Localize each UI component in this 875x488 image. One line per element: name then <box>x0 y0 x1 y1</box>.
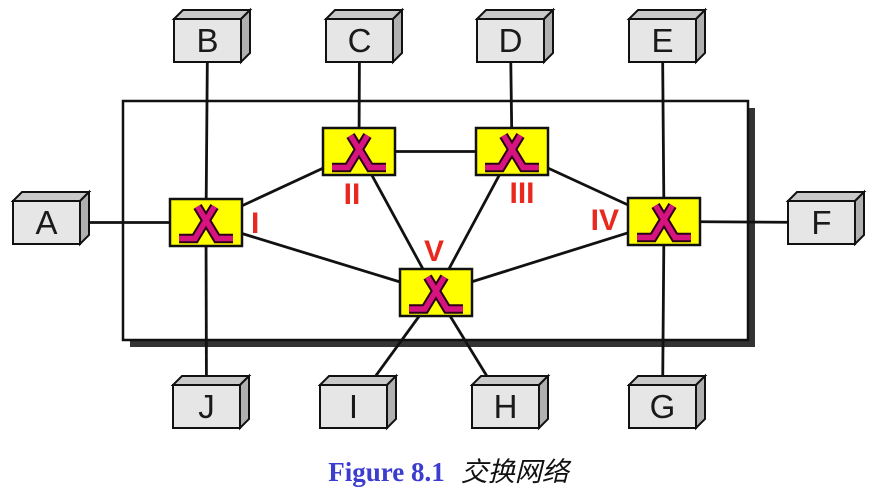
switch-III: III <box>474 126 550 210</box>
host-G-label: G <box>650 388 676 425</box>
box-top-face <box>469 375 551 386</box>
switch-II-label: II <box>344 178 361 211</box>
host-D: D <box>474 7 556 65</box>
box-side-face <box>239 373 250 431</box>
box-side-face <box>79 189 90 247</box>
host-C: C <box>323 7 405 65</box>
host-B-label: B <box>196 22 218 59</box>
figure-number: Figure 8.1 <box>328 457 445 487</box>
host-A: A <box>10 189 92 247</box>
host-I-label: I <box>349 388 358 425</box>
host-J-label: J <box>198 388 215 425</box>
link-E-IV <box>661 40 666 222</box>
host-F-label: F <box>811 204 831 241</box>
switch-symbol-icon <box>409 274 463 314</box>
link-IV-V <box>435 220 665 295</box>
box-front-face <box>628 384 697 429</box>
box-top-face <box>323 9 405 20</box>
symbol-stroke <box>195 205 233 242</box>
switch-symbol-icon <box>332 133 386 173</box>
box-front-face <box>476 18 545 63</box>
symbol-stroke <box>348 134 386 171</box>
symbol-stroke <box>179 205 217 242</box>
host-E: E <box>626 7 708 65</box>
box-side-face <box>392 7 403 65</box>
symbol-stroke <box>653 204 691 241</box>
symbol-stroke <box>409 275 447 312</box>
box-side-face <box>538 373 549 431</box>
box-front-face <box>787 200 856 245</box>
link-I-V <box>205 221 437 295</box>
switch-symbol-icon <box>485 133 539 173</box>
switch-V: V <box>398 235 474 318</box>
symbol-stroke <box>332 134 370 171</box>
box-side-face <box>695 373 706 431</box>
switch-V-label: V <box>424 235 444 268</box>
box-top-face <box>474 9 556 20</box>
box-top-face <box>10 191 92 202</box>
host-C-label: C <box>348 22 372 59</box>
figure-caption: Figure 8.1 交换网络 <box>0 450 875 488</box>
switch-symbol-icon <box>179 204 233 244</box>
box-side-face <box>695 7 706 65</box>
box-front-face <box>173 18 242 63</box>
switch-IV: IV <box>591 196 702 247</box>
box-top-face <box>170 375 252 386</box>
symbol-stroke <box>637 204 675 241</box>
box-front-face <box>325 18 394 63</box>
box-side-face <box>543 7 554 65</box>
host-J: J <box>170 373 252 431</box>
switch-III-label: III <box>509 177 534 210</box>
box-side-face <box>386 373 397 431</box>
box-front-face <box>628 18 697 63</box>
box-front-face <box>172 384 241 429</box>
host-I: I <box>317 373 399 431</box>
host-F: F <box>785 189 867 247</box>
box-side-face <box>240 7 251 65</box>
link-B-I <box>204 40 209 223</box>
box-front-face <box>319 384 388 429</box>
host-B: B <box>171 7 253 65</box>
box-top-face <box>785 191 867 202</box>
host-H: H <box>469 373 551 431</box>
switch-I: I <box>168 197 259 248</box>
host-E-label: E <box>651 22 673 59</box>
switch-II: II <box>321 126 397 211</box>
switch-IV-label: IV <box>591 204 619 237</box>
switch-I-label: I <box>251 207 259 240</box>
box-top-face <box>317 375 399 386</box>
box-front-face <box>12 200 81 245</box>
box-top-face <box>626 375 708 386</box>
box-front-face <box>471 384 540 429</box>
box-top-face <box>171 9 253 20</box>
switch-symbol-icon <box>637 203 691 243</box>
host-G: G <box>626 373 708 431</box>
host-D-label: D <box>499 22 523 59</box>
box-side-face <box>854 189 865 247</box>
figure-title: 交换网络 <box>460 457 569 487</box>
symbol-stroke <box>485 134 523 171</box>
symbol-stroke <box>501 134 539 171</box>
symbol-stroke <box>425 275 463 312</box>
host-A-label: A <box>35 204 57 241</box>
box-top-face <box>626 9 708 20</box>
host-H-label: H <box>494 388 518 425</box>
